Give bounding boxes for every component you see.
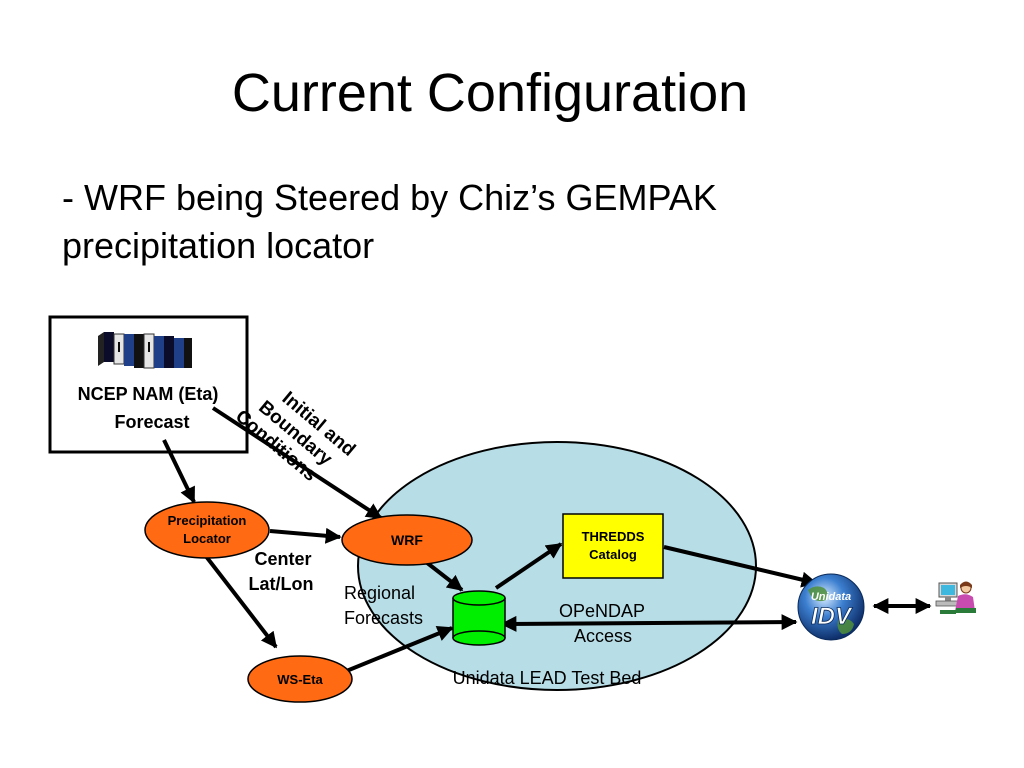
arrow-wseta-to-db — [343, 626, 454, 674]
thredds-label-line2: Catalog — [589, 547, 637, 562]
regional-label-line2: Forecasts — [344, 608, 423, 628]
supercomputer-icon — [98, 332, 192, 369]
test-bed-region — [357, 441, 757, 691]
arrow-db-to-thredds — [494, 542, 563, 590]
arrow-thredds-to-idv — [663, 545, 818, 588]
arrow-precip-to-wseta — [203, 553, 278, 649]
precipitation-locator-node — [144, 501, 270, 559]
arrow-ncep-to-wrf — [211, 406, 383, 520]
idv-logo-top: Unidata — [811, 591, 851, 603]
regional-label-line1: Regional — [344, 583, 415, 603]
arrow-wrf-to-db — [424, 560, 464, 592]
database-icon — [452, 590, 506, 646]
test-bed-label: Unidata LEAD Test Bed — [453, 668, 642, 688]
wrf-label: WRF — [391, 532, 423, 548]
arrow-ncep-to-precip — [162, 439, 196, 504]
precip-label-line2: Locator — [183, 531, 231, 546]
arrow-db-idv-bidirectional — [500, 614, 798, 632]
bullet-line-2: precipitation locator — [62, 225, 375, 266]
ws-eta-node — [247, 655, 353, 703]
bullet-text: - WRF being Steered by Chiz’s GEMPAK pre… — [62, 174, 962, 270]
arrow-precip-to-wrf — [269, 527, 342, 544]
wrf-node — [341, 514, 473, 566]
opendap-label-line1: OPeNDAP — [559, 601, 645, 621]
thredds-label-line1: THREDDS — [582, 529, 645, 544]
ws-eta-label: WS-Eta — [277, 672, 323, 687]
center-label-line1: Center — [254, 549, 311, 569]
slide-title: Current Configuration — [231, 63, 749, 123]
precip-label-line1: Precipitation — [168, 513, 247, 528]
initial-boundary-label: Initial and Boundary Conditions — [231, 388, 359, 486]
user-computer-icon — [935, 581, 976, 614]
unidata-idv-logo: Unidata IDV — [797, 573, 865, 641]
center-label-line2: Lat/Lon — [249, 574, 314, 594]
thredds-catalog-box — [562, 513, 664, 579]
idv-logo-main: IDV — [811, 603, 853, 630]
bullet-line-1: - WRF being Steered by Chiz’s GEMPAK — [62, 177, 717, 218]
opendap-label-line2: Access — [574, 626, 632, 646]
ncep-label-line2: Forecast — [114, 412, 189, 432]
ncep-label-line1: NCEP NAM (Eta) — [78, 384, 219, 404]
